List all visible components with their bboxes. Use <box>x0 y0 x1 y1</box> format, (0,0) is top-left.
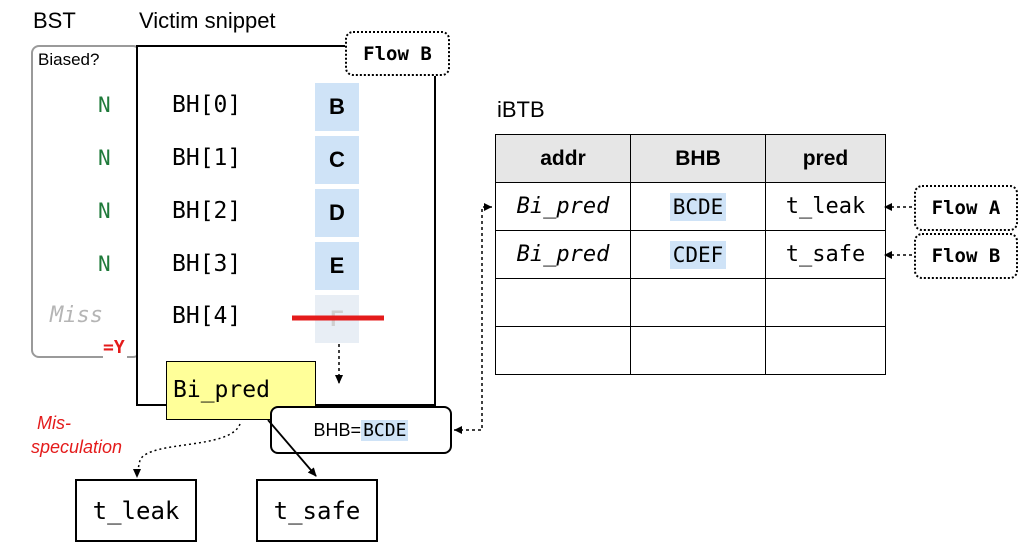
target-cell-0: B <box>315 83 359 131</box>
ibtb-header-addr: addr <box>495 134 631 183</box>
victim-snippet-panel <box>136 45 436 406</box>
ibtb-row <box>495 326 886 375</box>
bst-result: =Y <box>103 337 127 358</box>
ibtb-header-row: addr BHB pred <box>495 134 886 183</box>
ibtb-table: addr BHB pred Bi_pred BCDE t_leak Bi_pre… <box>495 134 886 375</box>
target-cell-1: C <box>315 136 359 184</box>
bhb-state-box: BHB=BCDE <box>270 406 452 454</box>
bh-row-4: BH[4] <box>172 303 242 329</box>
bst-biased-label: Biased? <box>38 50 100 69</box>
ibtb-heading: iBTB <box>497 97 545 122</box>
bh-row-2: BH[2] <box>172 198 242 224</box>
bst-entry-3: N <box>98 252 111 276</box>
ibtb-row <box>495 278 886 327</box>
correct-path-arrow <box>267 419 317 477</box>
bhb-lookup-arrowhead <box>484 203 492 211</box>
bst-entry-1: N <box>98 146 111 170</box>
ibtb-cell-pred: t_leak <box>765 182 886 231</box>
bh-row-3: BH[3] <box>172 251 242 277</box>
t-leak-target-box: t_leak <box>75 479 197 542</box>
flow-b-tag: Flow B <box>345 31 450 76</box>
ibtb-cell-addr: Bi_pred <box>495 230 631 279</box>
ibtb-cell-pred: t_safe <box>765 230 886 279</box>
bh-row-1: BH[1] <box>172 145 242 171</box>
branch-bi-pred-label: Bi_pred <box>173 377 270 403</box>
bhb-lookup-connector <box>454 206 492 431</box>
bst-entry-miss: Miss <box>50 303 103 328</box>
ibtb-cell-addr: Bi_pred <box>495 182 631 231</box>
ibtb-row: Bi_pred CDEF t_safe <box>495 230 886 279</box>
bhb-return-arrowhead <box>454 426 462 434</box>
misspeculation-label-line1: Mis- <box>37 413 71 433</box>
ibtb-header-bhb: BHB <box>630 134 766 183</box>
victim-snippet-heading: Victim snippet <box>139 8 276 33</box>
ibtb-header-pred: pred <box>765 134 886 183</box>
misspeculation-path <box>136 423 241 475</box>
bst-entry-2: N <box>98 199 111 223</box>
flow-b-ibtb-tag: Flow B <box>914 233 1018 279</box>
target-cell-2: D <box>315 189 359 237</box>
target-cell-3: E <box>315 242 359 290</box>
ibtb-cell-bhb: CDEF <box>669 240 727 269</box>
bst-entry-0: N <box>98 93 111 117</box>
bh-row-0: BH[0] <box>172 92 242 118</box>
bst-heading: BST <box>33 8 76 33</box>
bhb-value: BCDE <box>361 419 409 441</box>
flow-a-tag: Flow A <box>914 185 1018 231</box>
misspeculation-label-line2: speculation <box>31 437 123 457</box>
t-safe-target-box: t_safe <box>256 479 378 542</box>
ibtb-cell-bhb: BCDE <box>669 192 727 221</box>
bhb-prefix: BHB= <box>313 419 362 440</box>
